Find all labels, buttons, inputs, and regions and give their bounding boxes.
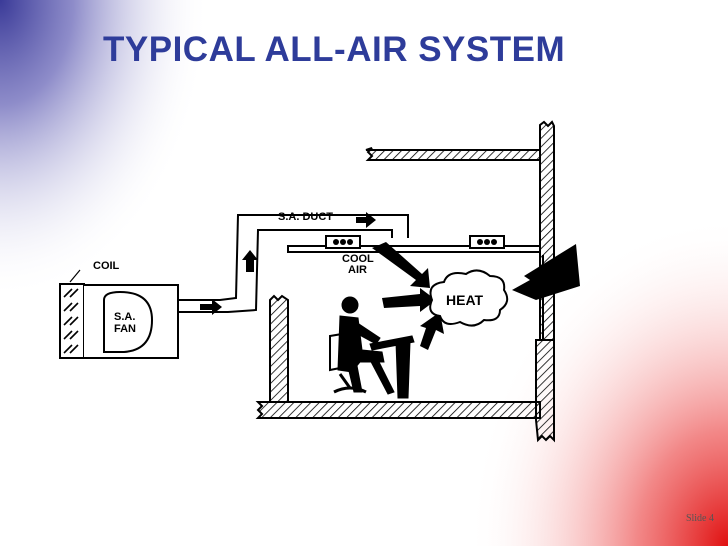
coil-fins-icon bbox=[63, 288, 79, 354]
air-flow-arrow-icon bbox=[200, 212, 580, 350]
coil-label: COIL bbox=[93, 260, 120, 272]
fan-label-line2: FAN bbox=[114, 323, 136, 335]
slide-number: Slide 4 bbox=[685, 513, 714, 524]
fan-icon bbox=[103, 290, 154, 353]
cool-air-label-line1: COOL bbox=[342, 253, 374, 265]
slide-title: TYPICAL ALL-AIR SYSTEM bbox=[103, 30, 566, 69]
person-at-desk-icon bbox=[329, 296, 415, 399]
heat-label: HEAT bbox=[446, 292, 484, 308]
floor-slab bbox=[255, 401, 541, 419]
diffuser-icon bbox=[325, 235, 505, 249]
roof-slab bbox=[365, 147, 541, 161]
coil-leader-line bbox=[69, 269, 81, 283]
duct-label: S.A. DUCT bbox=[278, 211, 333, 223]
air-handling-unit bbox=[59, 269, 179, 359]
left-wall bbox=[269, 294, 289, 403]
cool-air-label-line2: AIR bbox=[348, 264, 367, 276]
fan-label-line1: S.A. bbox=[114, 311, 135, 323]
right-wall-lower bbox=[535, 339, 555, 443]
heat-cloud-icon bbox=[429, 269, 509, 327]
building-walls bbox=[255, 120, 555, 443]
